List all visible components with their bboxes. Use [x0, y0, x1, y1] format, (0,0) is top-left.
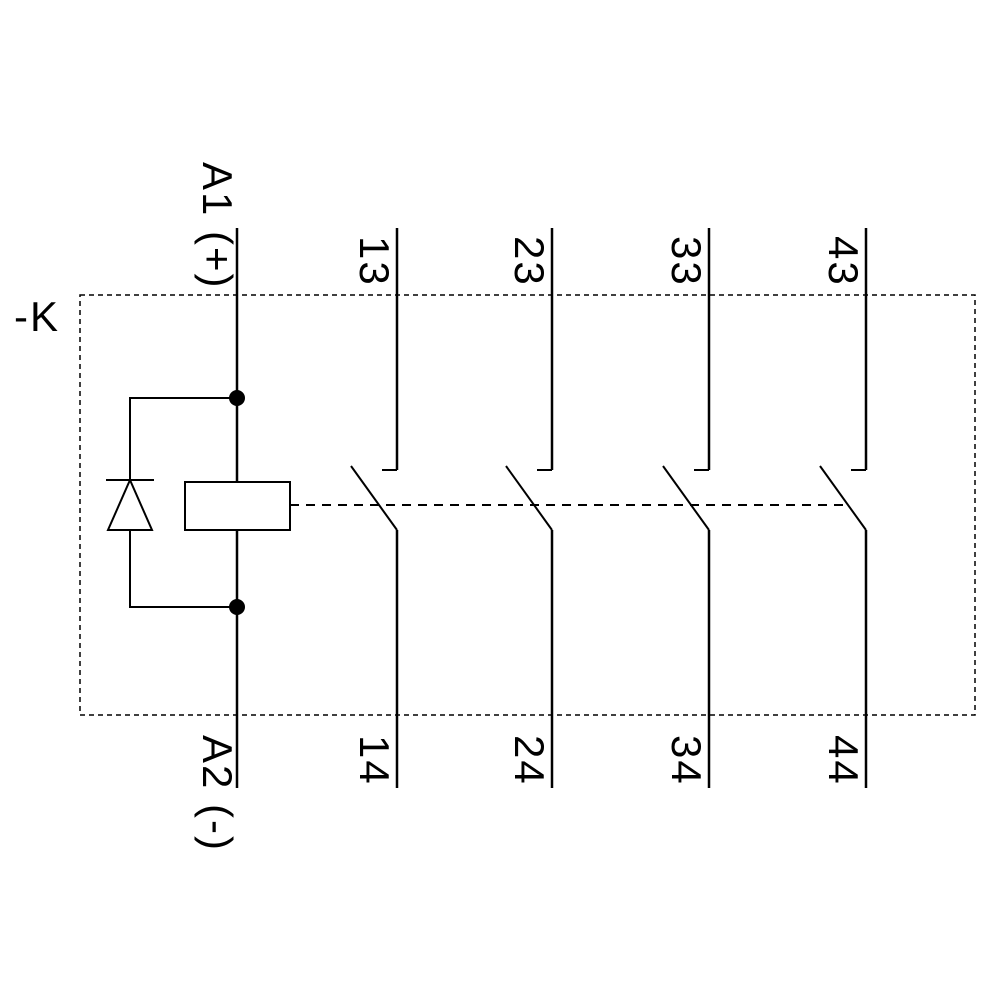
diode-icon: [106, 477, 154, 531]
terminal-label-44: 44: [820, 735, 867, 786]
contact-33-34: 33 34: [662, 228, 711, 788]
moving-contact-blade: [819, 465, 867, 531]
terminal-label-a2: A2 (-): [194, 735, 241, 852]
terminal-label-14: 14: [351, 735, 398, 786]
moving-contact-blade: [350, 465, 398, 531]
device-tag-label: -K: [14, 293, 60, 340]
terminal-label-13: 13: [351, 236, 398, 287]
moving-contact-blade: [662, 465, 710, 531]
junction-dot-top: [229, 390, 245, 406]
coil-branch: A1 (+) A2 (-): [106, 162, 291, 852]
coil-symbol: [184, 481, 291, 531]
junction-dot-bottom: [229, 599, 245, 615]
terminal-label-23: 23: [506, 236, 553, 287]
terminal-label-a1: A1 (+): [194, 162, 241, 290]
terminal-label-34: 34: [663, 735, 710, 786]
contact-13-14: 13 14: [350, 228, 399, 788]
terminal-label-43: 43: [820, 236, 867, 287]
terminal-label-24: 24: [506, 735, 553, 786]
terminal-label-33: 33: [663, 236, 710, 287]
moving-contact-blade: [505, 465, 553, 531]
contact-43-44: 43 44: [819, 228, 868, 788]
contact-23-24: 23 24: [505, 228, 554, 788]
